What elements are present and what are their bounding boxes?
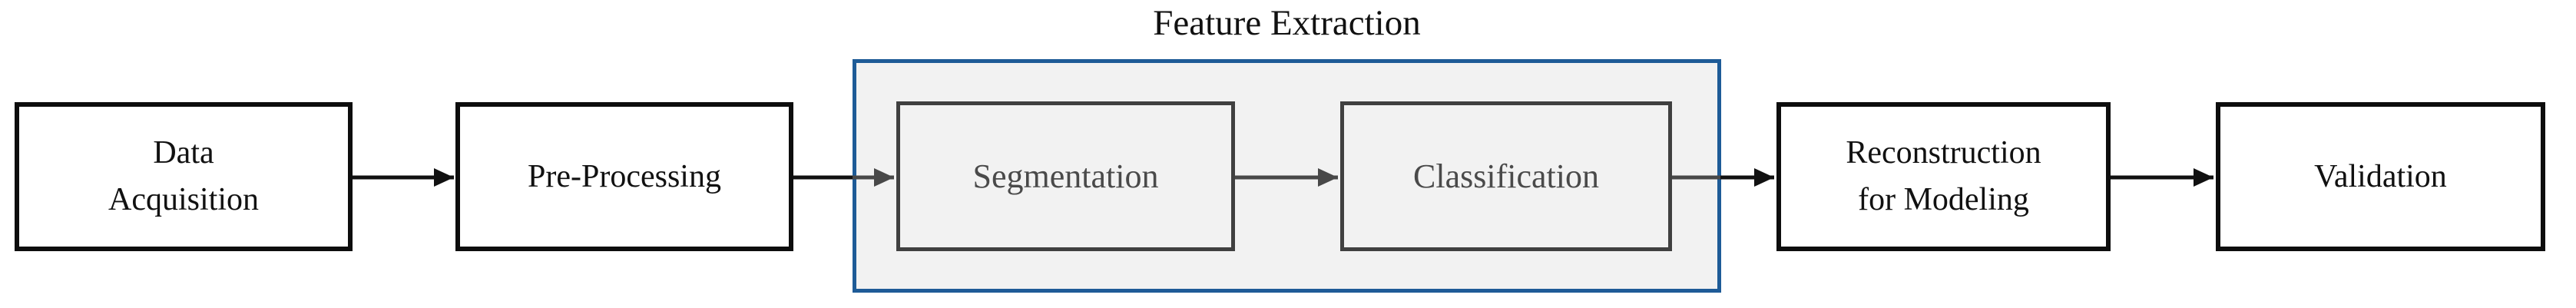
node-reconstruction-for-modeling: Reconstruction for Modeling <box>1776 102 2111 251</box>
node-pre-processing-label: Pre-Processing <box>528 158 721 194</box>
node-validation: Validation <box>2216 102 2545 251</box>
node-pre-processing: Pre-Processing <box>455 102 793 251</box>
node-data-acquisition-label: Data Acquisition <box>108 135 259 217</box>
node-classification: Classification <box>1340 101 1672 251</box>
node-reconstruction-for-modeling-label: Reconstruction for Modeling <box>1846 135 2041 217</box>
node-validation-label: Validation <box>2314 158 2447 194</box>
feature-extraction-group-title: Feature Extraction <box>1153 3 1421 43</box>
node-classification-label: Classification <box>1413 157 1599 195</box>
node-segmentation: Segmentation <box>896 101 1235 251</box>
node-segmentation-label: Segmentation <box>972 157 1159 195</box>
node-data-acquisition: Data Acquisition <box>15 102 353 251</box>
